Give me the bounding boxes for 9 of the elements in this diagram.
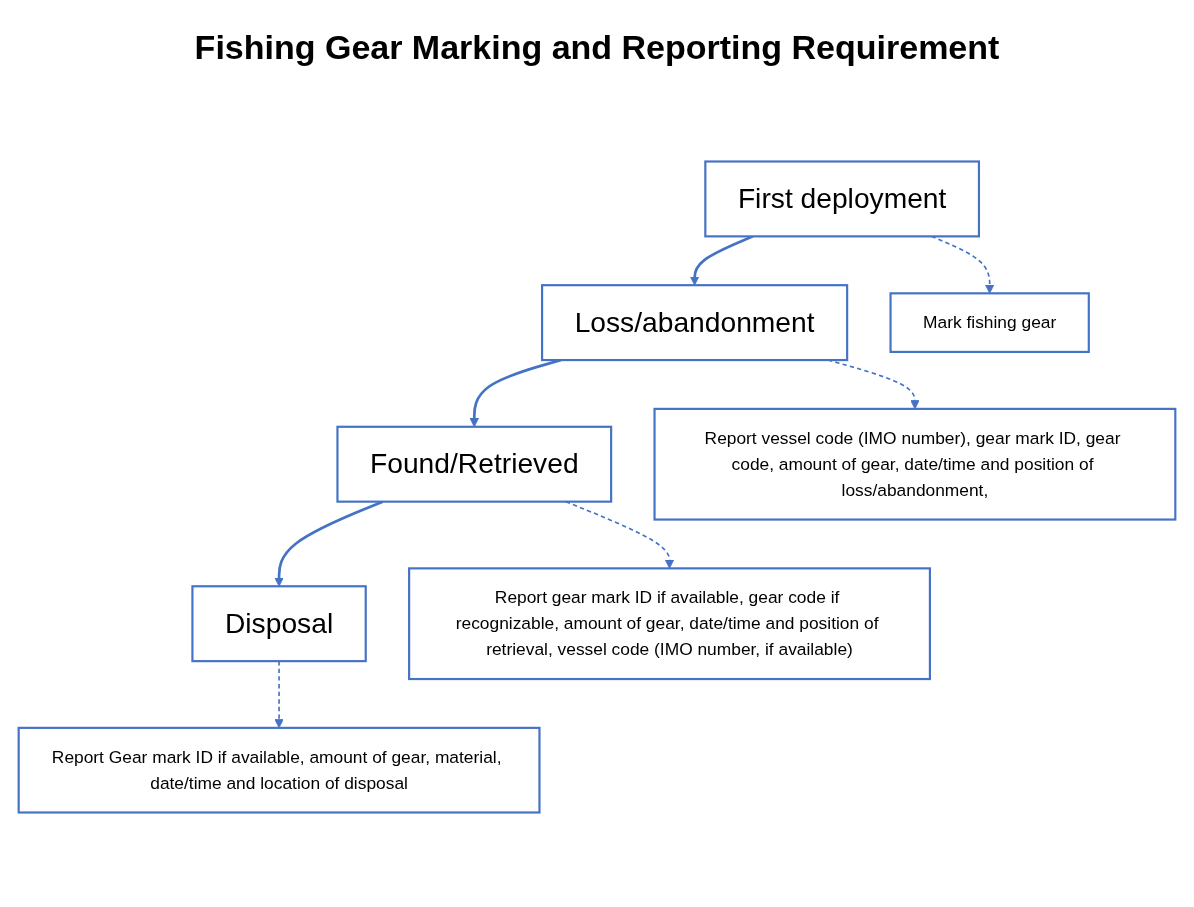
node-box: Mark fishing gear <box>889 292 1090 353</box>
node-box: Found/Retrieved <box>336 425 613 503</box>
node-box: Report Gear mark ID if available, amount of gear, material, date/time and location of disposal <box>17 726 541 814</box>
node-box: Disposal <box>191 585 367 663</box>
node-box: Loss/abandonment <box>541 284 849 362</box>
node-box: Report gear mark ID if available, gear code if recognizable, amount of gear, date/time and position of retrieval, vessel code (IMO number, if available) <box>408 567 931 681</box>
diagram-title: Fishing Gear Marking and Reporting Requirement <box>194 28 1000 67</box>
node-box: First deployment <box>704 160 981 238</box>
node-box: Report vessel code (IMO number), gear mark ID, gear code, amount of gear, date/time and position of loss/abandonment, <box>653 407 1177 521</box>
